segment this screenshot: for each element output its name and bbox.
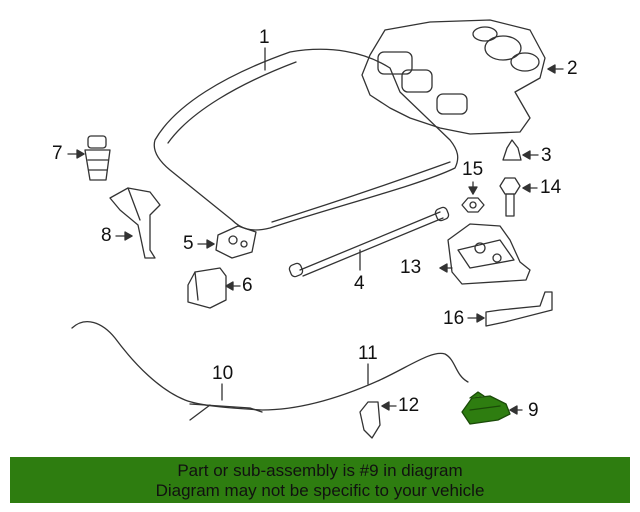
banner-line-1: Part or sub-assembly is #9 in diagram [177,461,463,480]
callout-5: 5 [183,233,194,254]
part-info-banner: Part or sub-assembly is #9 in diagram Di… [10,457,630,503]
hood-bumper [67,135,111,181]
bolt-14 [499,177,538,217]
hinge-plate [197,225,257,259]
cable-clip [359,401,397,439]
release-cable [71,321,469,421]
bracket-6 [187,267,241,309]
callout-9[interactable]: 9 [528,400,539,421]
banner-line-2: Diagram may not be specific to your vehi… [155,481,485,500]
clip-3 [502,139,539,161]
hood-panel [153,47,459,231]
callout-15: 15 [462,159,484,180]
callout-4: 4 [354,273,365,294]
nut-15 [461,181,485,213]
latch-rod [467,291,553,327]
hood-hinge [109,187,161,259]
hood-insulator [361,19,564,135]
callout-12: 12 [398,395,420,416]
callout-16: 16 [443,308,465,329]
callout-6: 6 [242,275,253,296]
callout-2: 2 [567,58,578,79]
callout-13: 13 [400,257,422,278]
callout-11: 11 [358,343,378,364]
callout-3: 3 [541,145,552,166]
hood-latch [439,223,531,285]
hood-strut [288,206,450,278]
release-handle-highlighted[interactable] [461,391,523,425]
callout-14: 14 [540,177,562,198]
callout-8: 8 [101,225,112,246]
callout-10: 10 [212,363,234,384]
callout-1: 1 [259,27,270,48]
parts-diagram [67,19,564,439]
callout-7: 7 [52,143,63,164]
